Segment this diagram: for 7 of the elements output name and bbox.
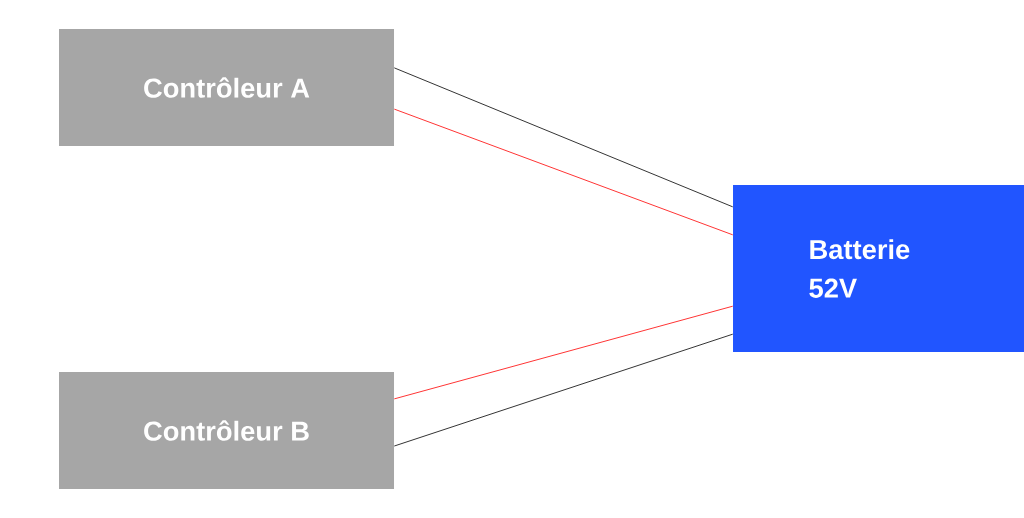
connecting-line xyxy=(393,108,734,236)
controller-box: Contrôleur A xyxy=(59,29,394,146)
connecting-line xyxy=(393,305,734,400)
connecting-line xyxy=(393,67,734,208)
controller-box: Contrôleur B xyxy=(59,372,394,489)
connecting-line xyxy=(393,333,734,447)
battery-box: Batterie 52V xyxy=(733,185,1024,352)
